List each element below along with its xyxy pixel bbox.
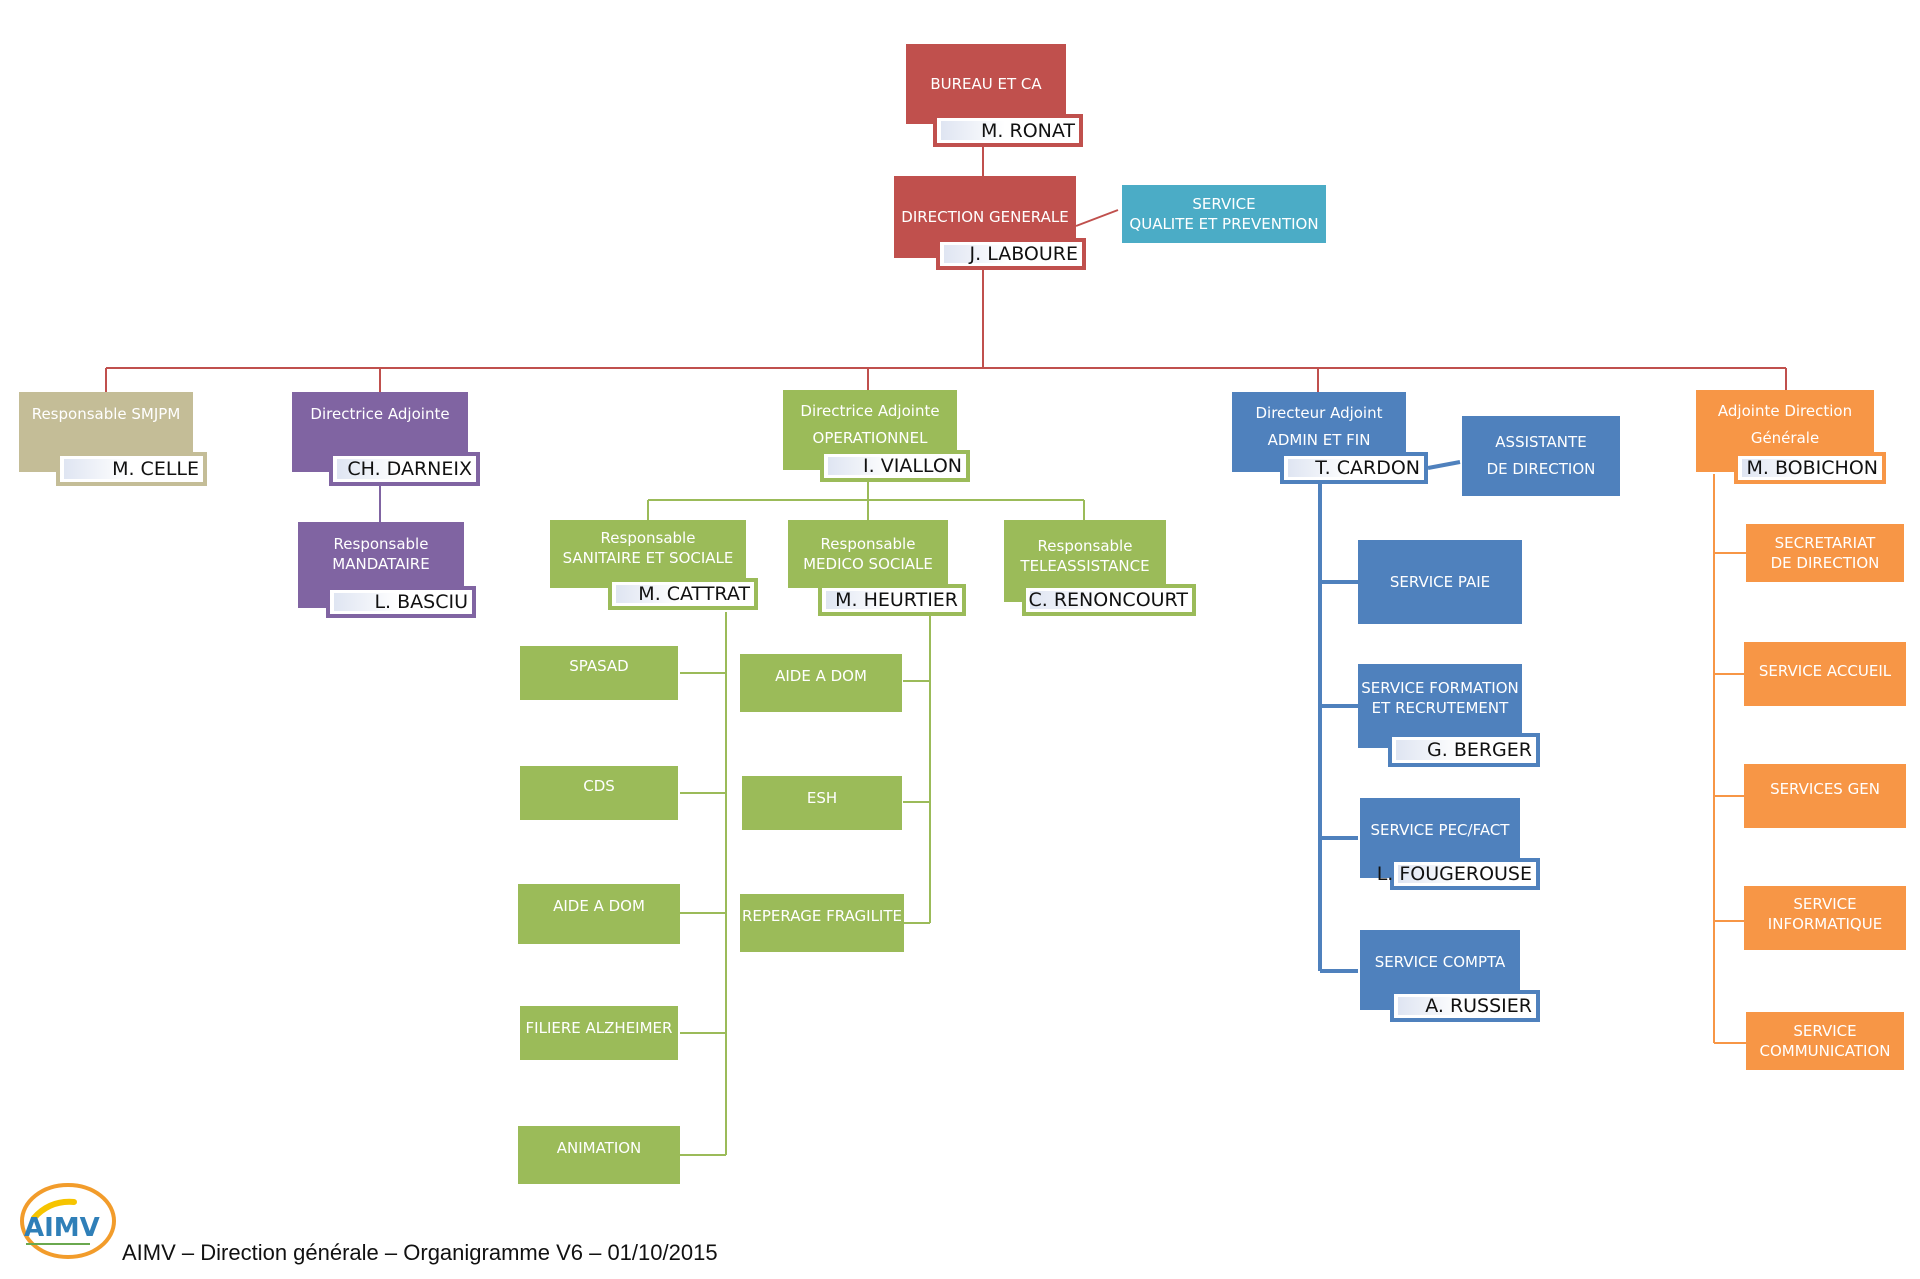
aide-a-dom-box-1[interactable]: AIDE A DOM xyxy=(518,884,680,944)
bobichon-person-label: M. BOBICHON xyxy=(1734,452,1886,484)
service-compta-box[interactable]: SERVICE COMPTA xyxy=(1360,930,1520,1010)
animation-box[interactable]: ANIMATION xyxy=(518,1126,680,1184)
responsable-medico-sociale-box[interactable]: Responsable MEDICO SOCIALE xyxy=(788,520,948,588)
service-accueil-box[interactable]: SERVICE ACCUEIL xyxy=(1744,642,1906,706)
berger-person-label: G. BERGER xyxy=(1388,733,1540,767)
assistante-direction-box[interactable]: ASSISTANTE DE DIRECTION xyxy=(1462,416,1620,496)
smjpm-person-label: M. CELLE xyxy=(56,452,207,486)
aimv-logo: AIMV xyxy=(20,1183,116,1259)
service-paie-box[interactable]: SERVICE PAIE xyxy=(1358,540,1522,624)
service-communication-box[interactable]: SERVICE COMMUNICATION xyxy=(1746,1012,1904,1070)
bureau-person-label: M. RONAT xyxy=(933,114,1083,147)
russier-person-label: A. RUSSIER xyxy=(1390,990,1540,1022)
cds-box[interactable]: CDS xyxy=(520,766,678,820)
teleassistance-person-label: C. RENONCOURT xyxy=(1022,584,1196,616)
bureau-et-ca-box[interactable]: BUREAU ET CA xyxy=(906,44,1066,124)
filiere-alzheimer-box[interactable]: FILIERE ALZHEIMER xyxy=(520,1006,678,1060)
mandataire-person-label: L. BASCIU xyxy=(326,586,476,618)
fougerouse-person-label: L. FOUGEROUSE xyxy=(1377,858,1540,890)
medico-person-label: M. HEURTIER xyxy=(818,584,966,616)
footer-caption: AIMV – Direction générale – Organigramme… xyxy=(122,1240,718,1265)
secretariat-direction-box[interactable]: SECRETARIAT DE DIRECTION xyxy=(1746,524,1904,582)
sanitaire-person-label: M. CATTRAT xyxy=(608,578,758,610)
responsable-sanitaire-box[interactable]: Responsable SANITAIRE ET SOCIALE xyxy=(550,520,746,588)
dg-person-label: J. LABOURE xyxy=(936,238,1086,270)
spasad-box[interactable]: SPASAD xyxy=(520,646,678,700)
service-qualite-box[interactable]: SERVICE QUALITE ET PREVENTION xyxy=(1122,185,1326,243)
service-informatique-box[interactable]: SERVICE INFORMATIQUE xyxy=(1744,886,1906,950)
cardon-person-label: T. CARDON xyxy=(1280,452,1428,484)
services-gen-box[interactable]: SERVICES GEN xyxy=(1744,764,1906,828)
svg-text:AIMV: AIMV xyxy=(24,1213,100,1243)
operationnel-person-label: I. VIALLON xyxy=(820,450,970,482)
aide-a-dom-box-2[interactable]: AIDE A DOM xyxy=(740,654,902,712)
esh-box[interactable]: ESH xyxy=(742,776,902,830)
darneix-person-label: CH. DARNEIX xyxy=(329,452,480,486)
reperage-fragilite-box[interactable]: REPERAGE FRAGILITE xyxy=(740,894,904,952)
